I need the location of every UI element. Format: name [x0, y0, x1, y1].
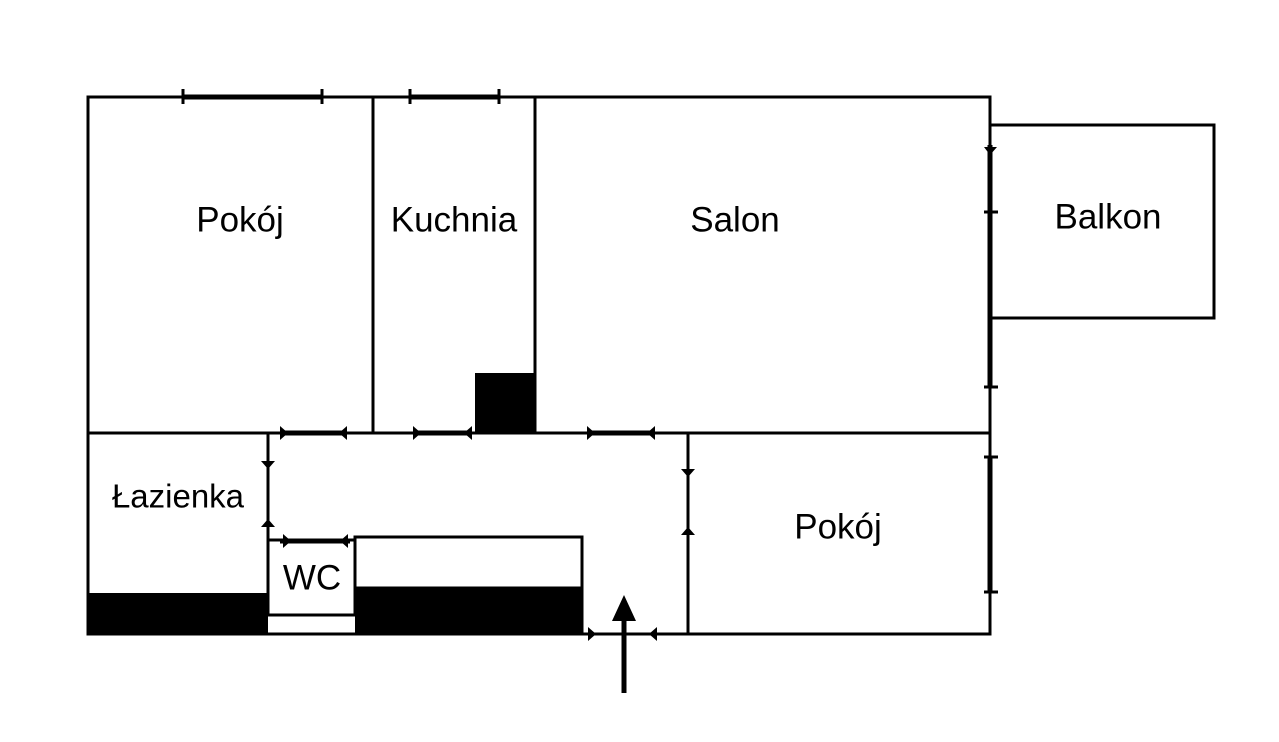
room-label-wc: WC	[283, 558, 341, 597]
doors	[261, 147, 997, 641]
room-label-kuchnia: Kuchnia	[391, 200, 518, 239]
hall-cabinet-fill	[355, 588, 582, 634]
room-label-salon: Salon	[690, 200, 780, 239]
room-label-balkon: Balkon	[1054, 197, 1161, 236]
room-label-pokoj: Pokój	[196, 200, 284, 239]
windows	[181, 89, 998, 594]
bathroom-fixture-fill	[88, 593, 268, 634]
walls	[86, 95, 1216, 636]
kitchen-column	[475, 373, 535, 433]
entrance-arrow-icon	[612, 595, 636, 693]
room-label-pokoj-2: Pokój	[794, 507, 882, 546]
room-label-lazienka: Łazienka	[112, 478, 245, 515]
